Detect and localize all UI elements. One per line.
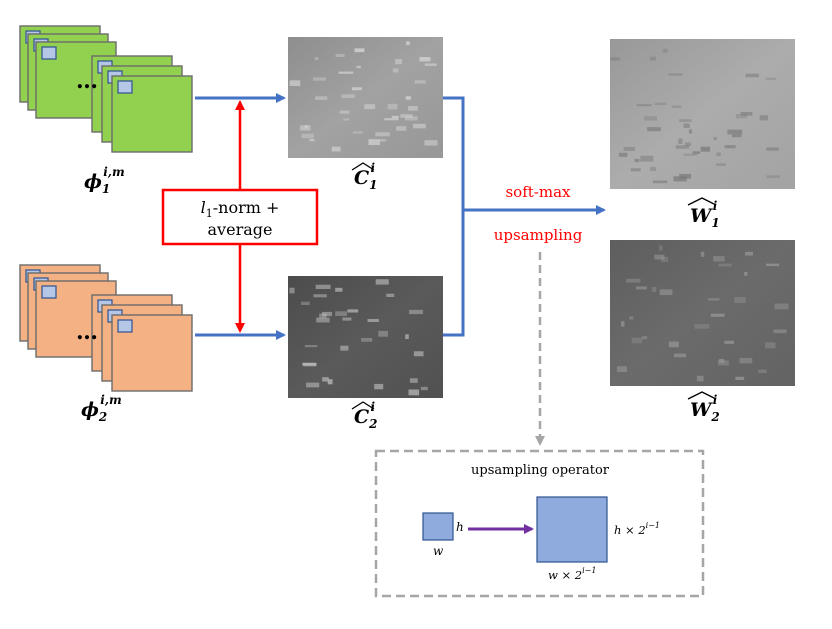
w1-label: W1i bbox=[690, 199, 720, 230]
ellipsis-bottom: … bbox=[76, 319, 98, 345]
c1-hat bbox=[351, 162, 375, 171]
big-w-label: w × 2i−1 bbox=[548, 566, 596, 582]
small-block bbox=[422, 512, 454, 541]
big-h-label: h × 2i−1 bbox=[614, 521, 660, 537]
large-block bbox=[536, 496, 608, 563]
weight-map-w1 bbox=[610, 39, 795, 189]
feature-maps-phi1 bbox=[19, 25, 193, 153]
w2-hat bbox=[687, 391, 717, 400]
activity-map-c2 bbox=[288, 276, 443, 398]
weight-map-w2 bbox=[610, 240, 795, 386]
feature-patch bbox=[41, 46, 57, 60]
activity-map-c1 bbox=[288, 37, 443, 158]
operator-title: upsampling operator bbox=[471, 463, 610, 478]
feature-patch bbox=[41, 285, 57, 299]
c2-label: C2i bbox=[354, 400, 377, 431]
ellipsis-top: … bbox=[76, 68, 98, 94]
l1-norm-line1: l1-norm + bbox=[201, 198, 280, 220]
feature-maps-phi2 bbox=[19, 264, 193, 392]
phi1-label: ϕ1i,m bbox=[84, 165, 125, 196]
feature-patch bbox=[117, 80, 133, 94]
merge-connector bbox=[443, 96, 465, 337]
w1-hat bbox=[687, 197, 717, 206]
c1-label: C1i bbox=[354, 161, 377, 192]
softmax-label: soft-max bbox=[505, 183, 571, 201]
l1-norm-box bbox=[161, 188, 319, 246]
feature-patch bbox=[117, 319, 133, 333]
upsampling-label: upsampling bbox=[494, 226, 583, 244]
phi2-label: ϕ2i,m bbox=[81, 393, 122, 424]
small-w-label: w bbox=[433, 544, 444, 558]
small-h-label: h bbox=[456, 520, 464, 534]
c2-hat bbox=[351, 401, 375, 410]
l1-norm-line2: average bbox=[208, 220, 273, 239]
w2-label: W2i bbox=[690, 393, 720, 424]
